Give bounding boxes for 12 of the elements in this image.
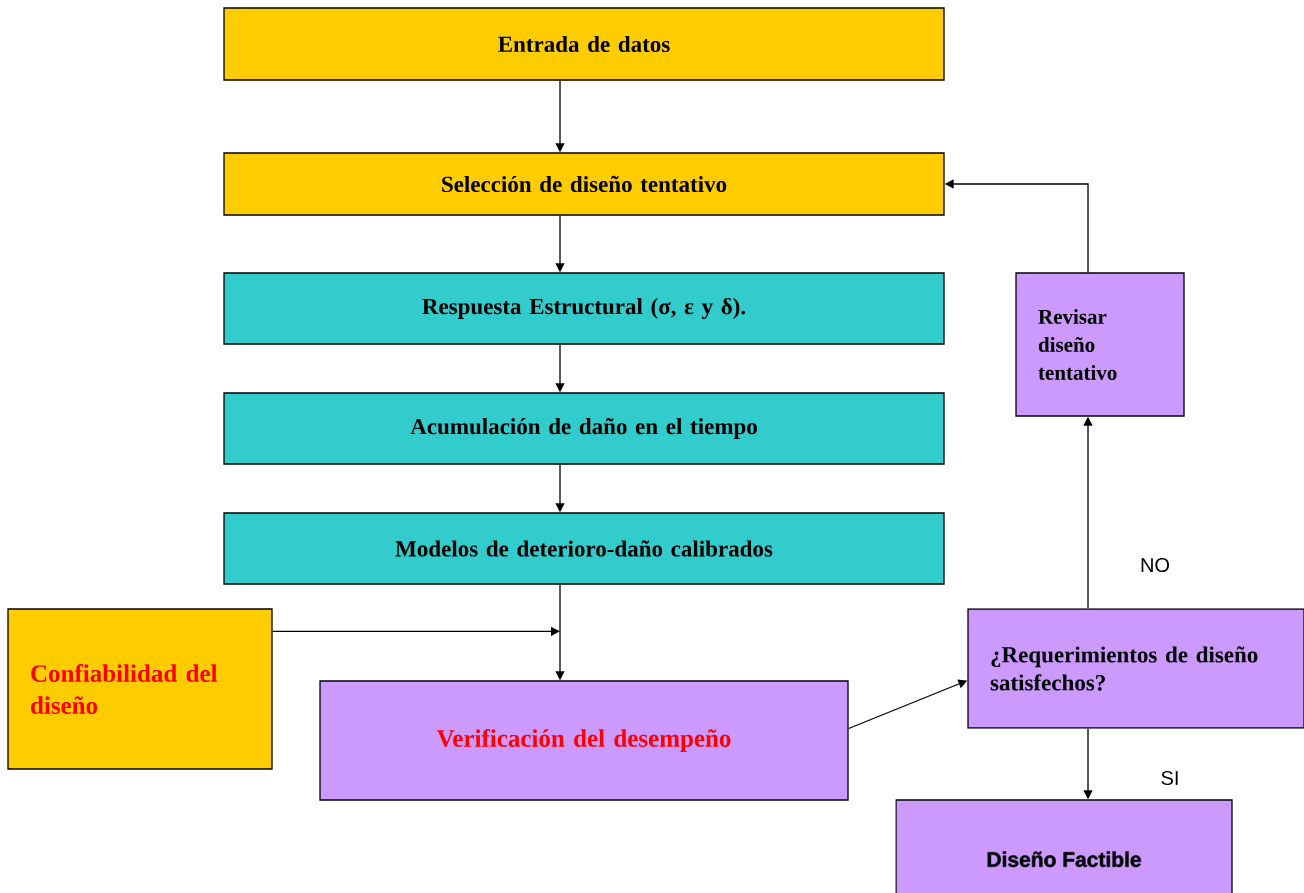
process-box: Confiabilidad del diseño [7,608,273,770]
process-box: Selección de diseño tentativo [223,152,945,216]
edge-label: SI [1161,770,1178,786]
process-box: Acumulación de daño en el tiempo [223,392,945,465]
process-box: ¿Requerimientos de diseño satisfechos? [967,608,1304,729]
process-box: Modelos de deterioro-daño calibrados [223,512,945,585]
edge-label: NO [1141,557,1170,573]
process-box: Diseño Factible [895,799,1233,893]
process-box: Verificación del desempeño [319,680,849,801]
process-box: Revisar diseño tentativo [1015,272,1185,417]
process-box: Respuesta Estructural (σ, ε y δ). [223,272,945,345]
process-box: Entrada de datos [223,7,945,81]
